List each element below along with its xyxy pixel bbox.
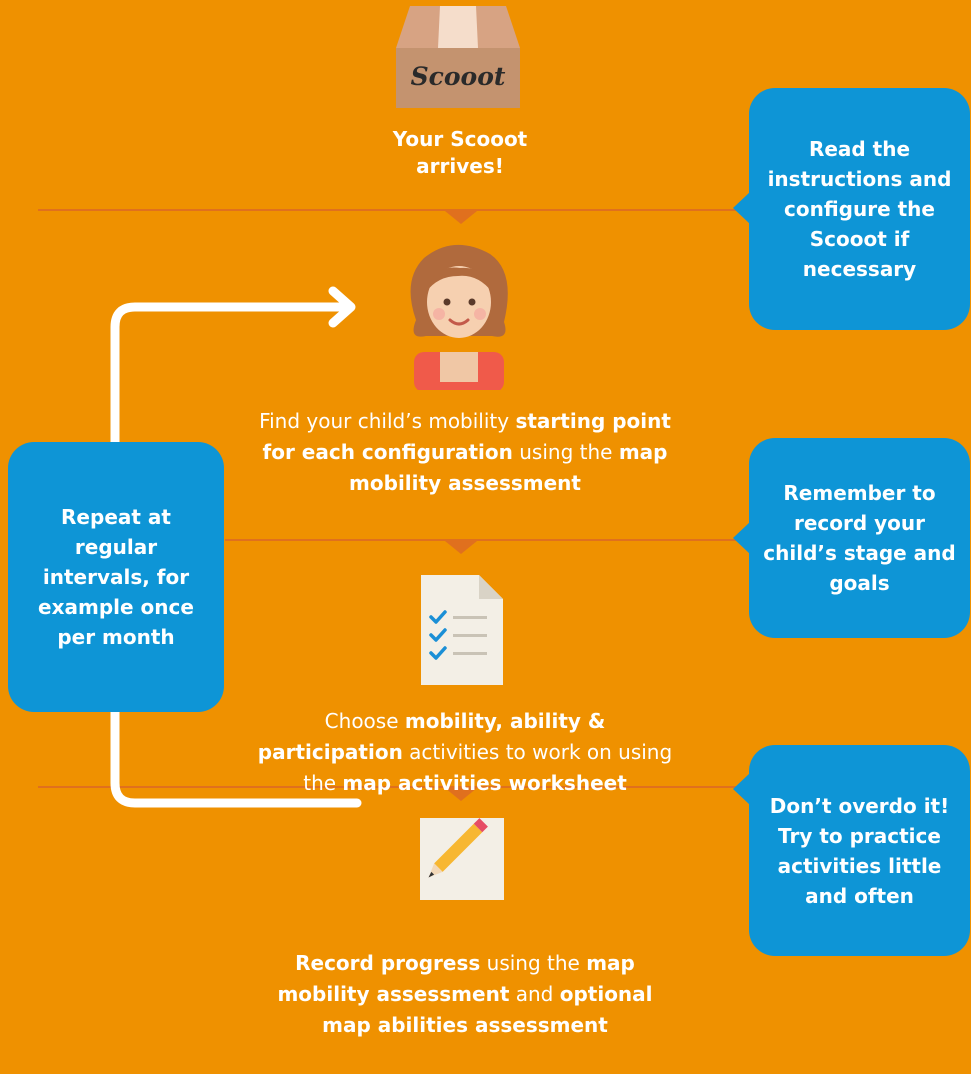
scooot-box-icon: Scooot — [392, 6, 524, 110]
bubble-repeat-intervals: Repeat at regular intervals, for example… — [8, 442, 224, 712]
bubble-dont-overdo: Don’t overdo it! Try to practice activit… — [733, 745, 970, 956]
divider-notch-2 — [445, 541, 477, 554]
bubble-repeat-intervals-text: Repeat at regular intervals, for example… — [38, 505, 194, 649]
divider-line-2 — [225, 539, 747, 541]
divider-notch-1 — [445, 211, 477, 224]
arrives-line-1: Your Scooot — [392, 127, 528, 151]
divider-line-1 — [38, 209, 738, 211]
step-record-progress: Record progress using the map mobility a… — [277, 951, 653, 1037]
step-find-starting-point: Find your child’s mobility starting poin… — [259, 409, 671, 495]
scooot-logo: Scooot — [410, 62, 506, 91]
bubble-read-instructions-text: Read the instructions and configure the … — [767, 137, 952, 281]
step-choose-activities: Choose mobility, ability & participation… — [257, 709, 673, 795]
box-arrives-label: Your Scooot arrives! — [360, 126, 560, 180]
bubble-remember-record-text: Remember to record your child’s stage an… — [763, 481, 956, 595]
divider-notch-3 — [445, 788, 477, 801]
child-icon — [410, 244, 508, 390]
bubble-dont-overdo-text: Don’t overdo it! Try to practice activit… — [769, 793, 950, 908]
bubble-remember-record: Remember to record your child’s stage an… — [733, 438, 970, 638]
divider-line-3 — [38, 786, 750, 788]
bubble-read-instructions: Read the instructions and configure the … — [733, 88, 970, 330]
checklist-document-icon — [421, 575, 503, 685]
arrives-line-2: arrives! — [416, 154, 504, 178]
pencil-note-icon — [420, 818, 504, 900]
